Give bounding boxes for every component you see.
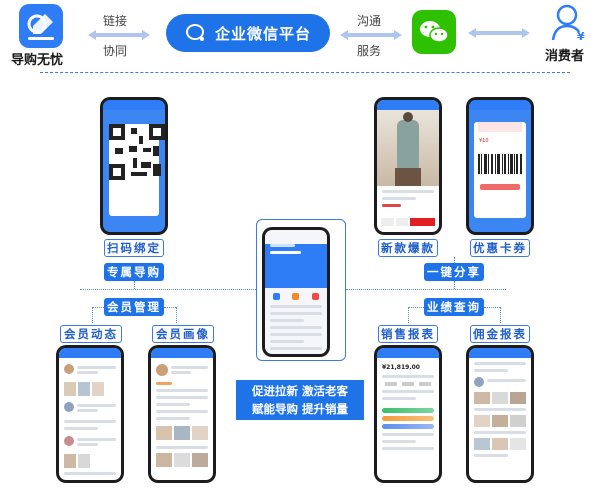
connector (408, 307, 424, 308)
tag-coupon: 优惠卡券 (470, 239, 530, 257)
consumer-icon: ¥ (551, 4, 585, 42)
tag-member-mgmt: 会员管理 (104, 298, 164, 316)
tag-one-key-share: 一键分享 (424, 263, 484, 281)
slogan-line-2: 赋能导购 提升销量 (251, 402, 348, 416)
daogou-app-icon (19, 4, 63, 48)
connector (134, 281, 135, 289)
consumer-label: 消费者 (545, 49, 585, 64)
connector (484, 307, 500, 308)
double-arrow-icon (340, 30, 402, 40)
progress-bar (382, 416, 434, 421)
connector (454, 281, 455, 289)
progress-bar (382, 424, 434, 429)
platform-title: 企业微信平台 (166, 14, 330, 52)
slogan-line-1: 促进拉新 激活老客 (251, 384, 348, 398)
tag-scan-bind: 扫码绑定 (104, 239, 164, 257)
coupon-value: ¥10 (479, 138, 489, 144)
tag-exclusive-guide: 专属导购 (104, 263, 164, 281)
phone-member-dynamics (56, 345, 124, 483)
double-arrow-icon (88, 30, 150, 40)
connector (92, 307, 93, 323)
qr-code-icon (109, 124, 165, 180)
platform-title-text: 企业微信平台 (214, 24, 311, 43)
tag-sales-report: 销售报表 (378, 325, 438, 343)
progress-bar (382, 408, 434, 413)
connector (92, 307, 104, 308)
connector (80, 289, 256, 290)
connector (500, 307, 501, 323)
barcode-icon (478, 154, 522, 174)
double-arrow-icon (468, 28, 530, 38)
tag-member-dynamics: 会员动态 (60, 325, 122, 343)
tag-new-hot: 新款爆款 (378, 239, 438, 257)
phone-sales-report: ¥21,819.00 (374, 345, 442, 483)
slogan: 促进拉新 激活老客 赋能导购 提升销量 (236, 380, 364, 420)
phone-new-hot (374, 97, 442, 235)
tag-perf-query: 业绩查询 (424, 298, 484, 316)
communicate-label: 沟通 (357, 14, 382, 28)
connector (408, 307, 409, 323)
phone-member-portrait (148, 345, 216, 483)
phone-guide-home (262, 227, 330, 357)
sales-amount: ¥21,819.00 (382, 364, 420, 371)
tag-commission-report: 佣金报表 (470, 325, 530, 343)
divider (40, 72, 570, 73)
phone-scan-bind (100, 97, 168, 235)
service-label: 服务 (357, 44, 382, 58)
daogou-app-name: 导购无忧 (11, 53, 64, 68)
connector (164, 307, 176, 308)
wecom-icon (185, 24, 204, 41)
sweater-product-image (377, 110, 439, 186)
connector (454, 257, 455, 263)
phone-coupon: ¥10 (466, 97, 534, 235)
tag-member-portrait: 会员画像 (152, 325, 214, 343)
connector (176, 307, 177, 323)
phone-commission-report (466, 345, 534, 483)
collaborate-label: 协同 (103, 44, 128, 58)
svg-text:¥: ¥ (577, 30, 585, 42)
connector (346, 289, 506, 290)
wechat-icon (412, 10, 456, 54)
link-label: 链接 (103, 14, 128, 28)
